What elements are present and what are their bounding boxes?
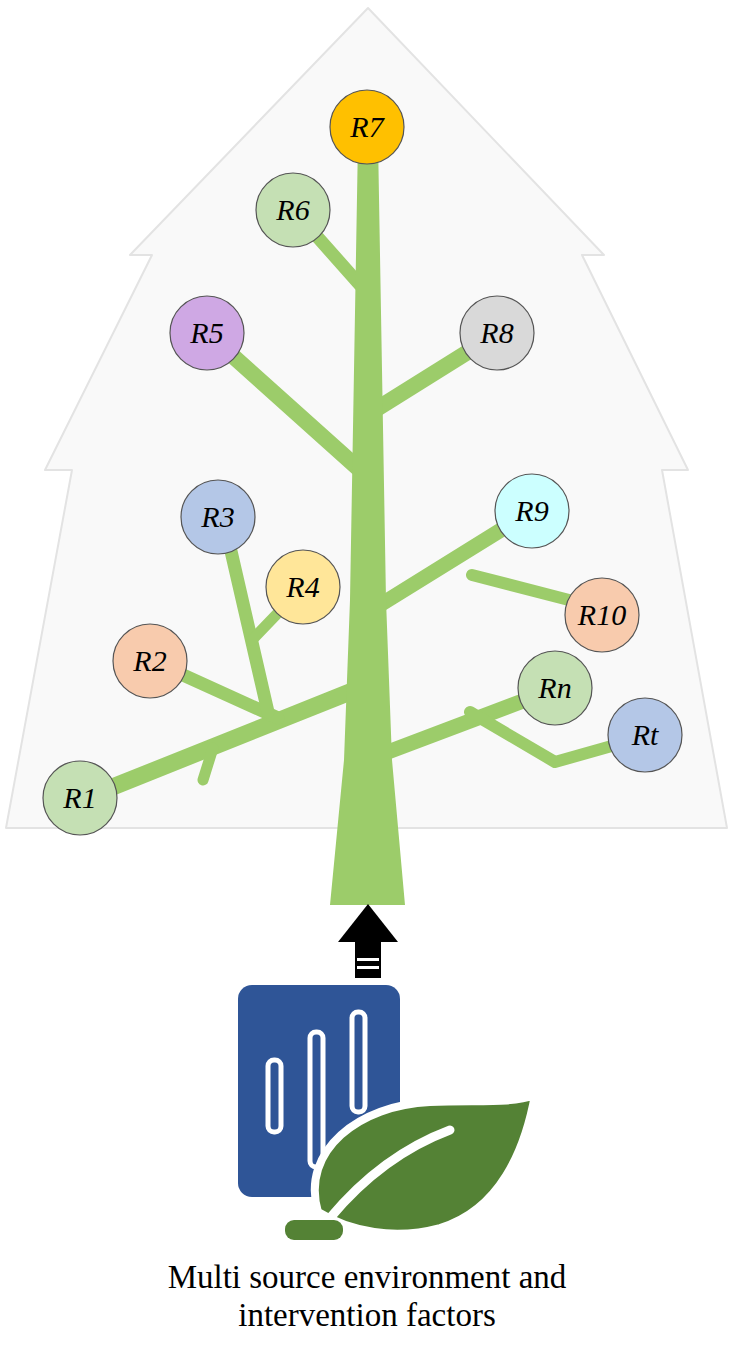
factor-circle: R2: [112, 623, 188, 699]
circle-shape: [113, 624, 187, 698]
factor-circle: R4: [265, 549, 341, 625]
input-arrow: [338, 904, 398, 978]
factor-label: R10: [578, 600, 626, 630]
branch: [215, 340, 360, 470]
factor-circle: R9: [494, 473, 570, 549]
circle-shape: [565, 578, 639, 652]
circle-shape: [495, 474, 569, 548]
circle-shape: [181, 480, 255, 554]
factor-label: R6: [276, 195, 309, 225]
circle-shape: [330, 90, 404, 164]
leaf-icon: [285, 1095, 535, 1240]
factor-label: R1: [63, 783, 96, 813]
factor-label: R2: [133, 646, 166, 676]
circle-shape: [43, 761, 117, 835]
circle-shape: [256, 173, 330, 247]
factor-label: R8: [480, 318, 513, 348]
factor-circle: R8: [459, 295, 535, 371]
factor-label: Rt: [632, 720, 659, 750]
twig: [203, 748, 213, 780]
trunk: [330, 140, 405, 905]
branch: [225, 525, 268, 712]
circle-shape: [460, 296, 534, 370]
input-caption: Multi source environment and interventio…: [140, 1258, 594, 1334]
factor-circle: Rn: [517, 650, 593, 726]
factor-circle: R6: [255, 172, 331, 248]
factor-circle: R10: [564, 577, 640, 653]
factor-label: R9: [515, 496, 548, 526]
factor-circle: R5: [169, 295, 245, 371]
factor-label: R4: [286, 572, 319, 602]
circle-shape: [608, 698, 682, 772]
factor-label: R5: [190, 318, 223, 348]
factor-circle: R7: [329, 89, 405, 165]
factor-circle: R3: [180, 479, 256, 555]
branch: [85, 690, 355, 798]
circle-shape: [170, 296, 244, 370]
factor-circle: R1: [42, 760, 118, 836]
factor-label: Rn: [538, 673, 571, 703]
circle-shape: [518, 651, 592, 725]
factor-label: R7: [350, 112, 383, 142]
circle-shape: [266, 550, 340, 624]
factor-label: R3: [201, 502, 234, 532]
factor-circle: Rt: [607, 697, 683, 773]
